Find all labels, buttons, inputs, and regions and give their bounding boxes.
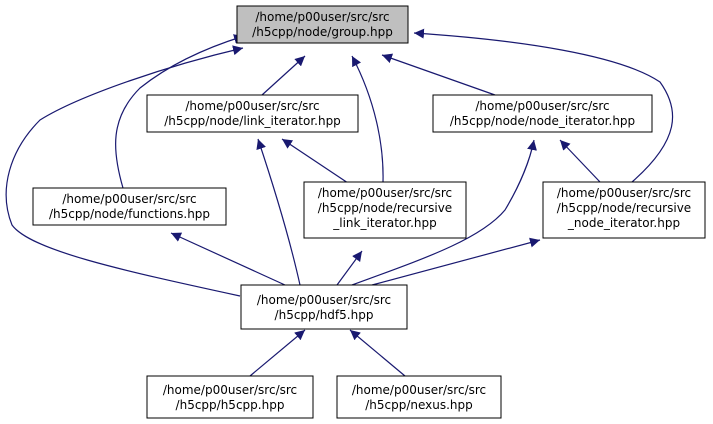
node-label-line: /home/p00user/src/src (475, 99, 609, 113)
node-label-line: /h5cpp/nexus.hpp (365, 398, 473, 412)
node-label-line: /home/p00user/src/src (255, 10, 389, 24)
node-box (432, 94, 653, 133)
node-label-line: _link_iterator.hpp (332, 216, 436, 230)
node-box (542, 181, 706, 239)
node-box (236, 5, 409, 44)
node-box (303, 181, 467, 239)
edge-recursive-node-to-node-iterator (559, 139, 601, 183)
node-nexus[interactable]: /home/p00user/src/src /h5cpp/nexus.hpp (336, 375, 502, 419)
node-box (32, 187, 227, 226)
node-label-line: /home/p00user/src/src (352, 383, 486, 397)
node-label-line: /h5cpp/node/link_iterator.hpp (164, 114, 341, 128)
edge-h5cpp-to-hdf5 (249, 329, 306, 377)
node-hdf5[interactable]: /home/p00user/src/src /h5cpp/hdf5.hpp (240, 284, 408, 330)
edge-recursive-link-to-link-iterator (281, 138, 349, 184)
node-link-iterator[interactable]: /home/p00user/src/src /h5cpp/node/link_i… (146, 94, 359, 133)
edge-node-iterator-to-group (381, 53, 496, 96)
node-recursive-link-iterator[interactable]: /home/p00user/src/src /h5cpp/node/recurs… (303, 181, 467, 239)
edge-hdf5-to-recursive-link (336, 250, 363, 286)
node-label-line: /home/p00user/src/src (163, 383, 297, 397)
node-label-line: /h5cpp/node/group.hpp (252, 25, 393, 39)
edge-link-iterator-to-group (261, 55, 306, 96)
node-label-line: /h5cpp/node/functions.hpp (49, 207, 210, 221)
node-h5cpp[interactable]: /home/p00user/src/src /h5cpp/h5cpp.hpp (146, 375, 314, 419)
node-recursive-node-iterator[interactable]: /home/p00user/src/src /h5cpp/node/recurs… (542, 181, 706, 239)
edge-functions-to-group (115, 34, 245, 189)
edge-hdf5-to-node-iterator (351, 139, 537, 286)
node-label-line: _node_iterator.hpp (567, 216, 680, 230)
node-box (240, 284, 408, 330)
edges (5, 28, 674, 377)
node-functions[interactable]: /home/p00user/src/src /h5cpp/node/functi… (32, 187, 227, 226)
node-label-line: /h5cpp/hdf5.hpp (275, 308, 374, 322)
node-node-iterator[interactable]: /home/p00user/src/src /h5cpp/node/node_i… (432, 94, 653, 133)
node-box (146, 375, 314, 419)
node-label-line: /h5cpp/node/recursive (557, 201, 691, 215)
edge-hdf5-to-link-iterator (256, 138, 301, 286)
node-label-line: /home/p00user/src/src (557, 186, 691, 200)
edge-nexus-to-hdf5 (349, 329, 406, 377)
node-box (336, 375, 502, 419)
edge-recursive-link-to-group (351, 55, 384, 183)
node-label-line: /home/p00user/src/src (62, 192, 196, 206)
edge-hdf5-to-functions (170, 232, 286, 286)
edge-hdf5-to-group (5, 45, 244, 297)
node-label-line: /home/p00user/src/src (318, 186, 452, 200)
node-box (146, 94, 359, 133)
edge-hdf5-to-recursive-node (371, 237, 541, 286)
node-label-line: /home/p00user/src/src (185, 99, 319, 113)
edge-recursive-node-to-group (413, 28, 674, 183)
node-label-line: /h5cpp/node/node_iterator.hpp (450, 114, 635, 128)
node-label-line: /h5cpp/node/recursive (318, 201, 452, 215)
node-label-line: /home/p00user/src/src (257, 293, 391, 307)
node-group[interactable]: /home/p00user/src/src /h5cpp/node/group.… (236, 5, 409, 44)
node-label-line: /h5cpp/h5cpp.hpp (176, 398, 285, 412)
